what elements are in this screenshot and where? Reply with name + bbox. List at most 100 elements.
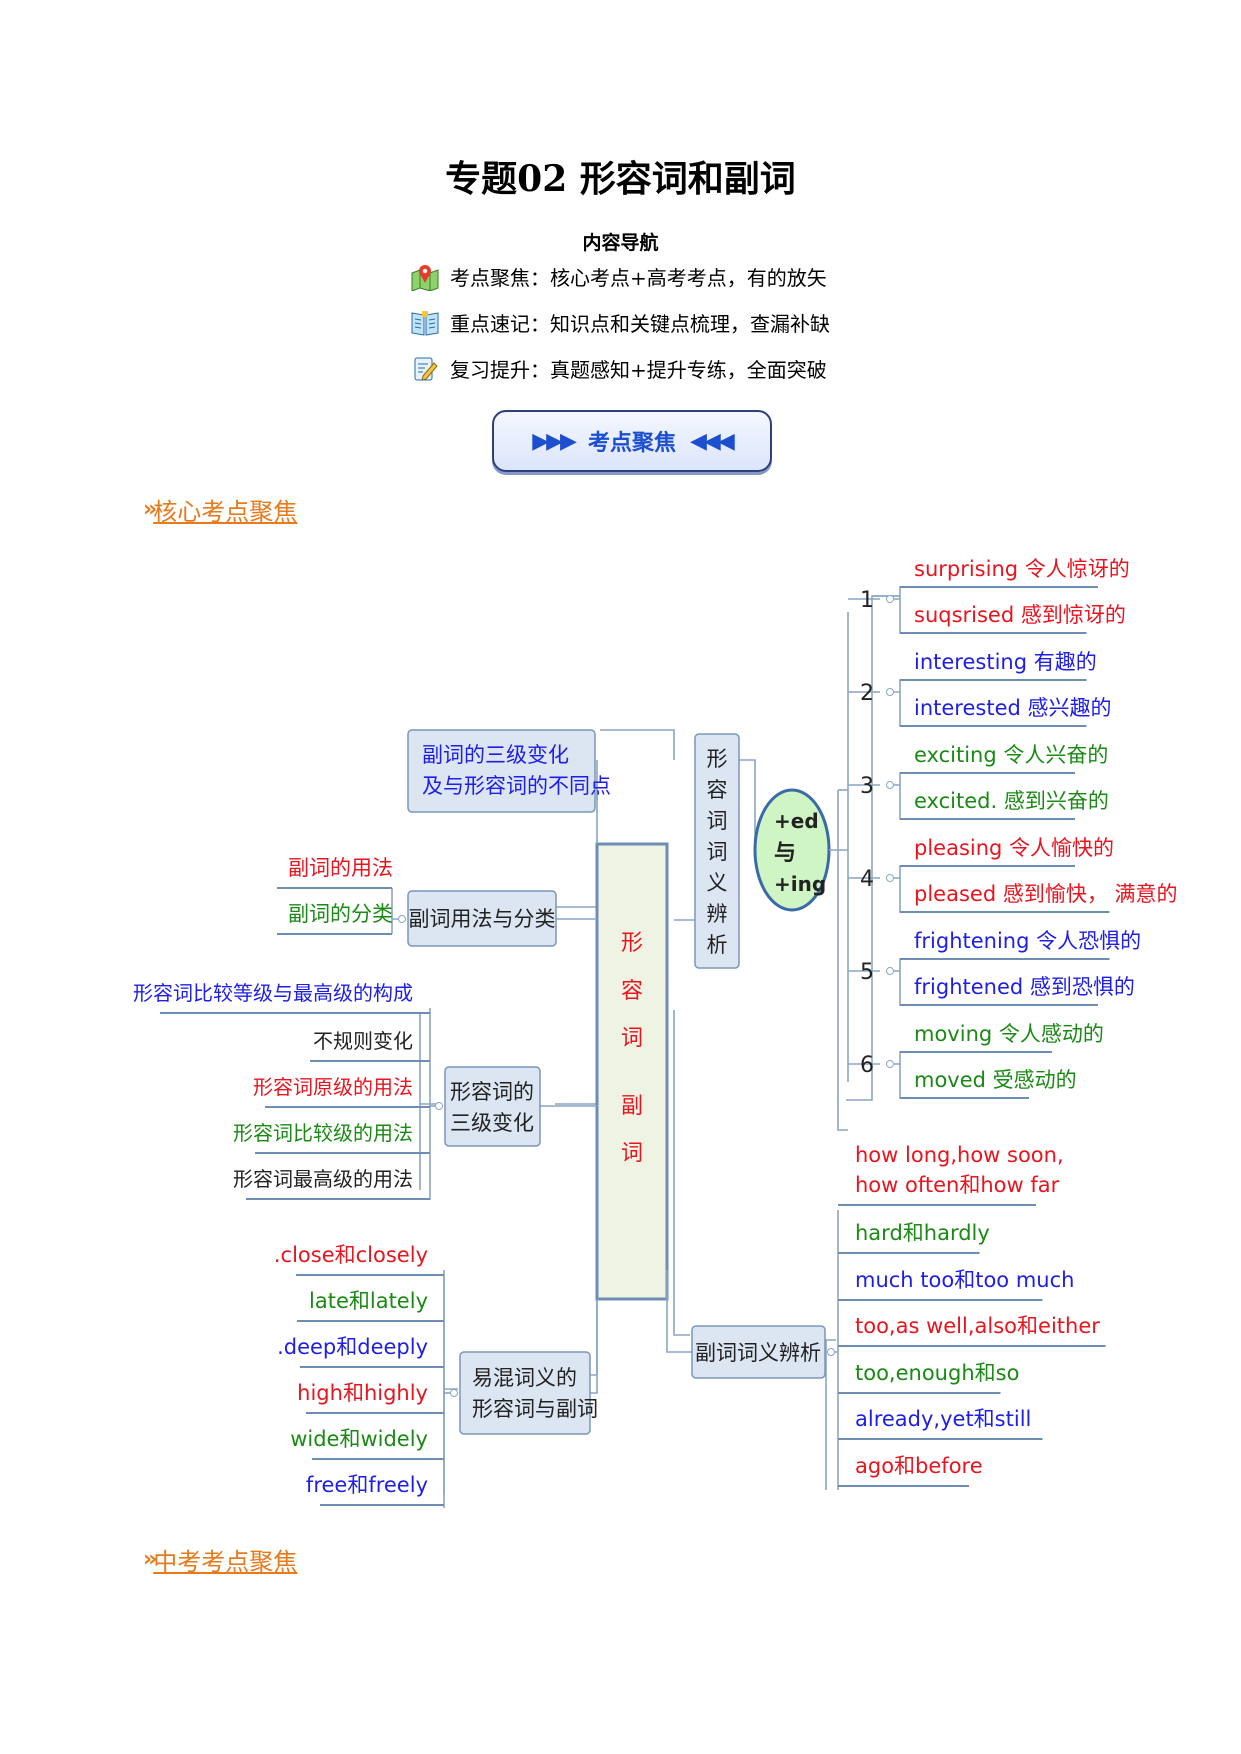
collapse-toggle-icon[interactable] [827, 1348, 835, 1356]
confusing-item: free和freely [306, 1473, 428, 1497]
connector [391, 888, 398, 934]
center-char: 词 [621, 1141, 643, 1166]
right-arrows-icon: ▶▶▶ [532, 428, 577, 454]
confusing-item: high和highly [297, 1381, 428, 1405]
ed-ing-word: exciting 令人兴奋的 [914, 743, 1108, 767]
adverb-pair: hard和hardly [855, 1221, 990, 1245]
ed-ing-word: suqsrised 感到惊讶的 [914, 603, 1126, 627]
edit-document-icon [414, 357, 438, 381]
page-title: 专题02 形容词和副词 [445, 158, 796, 200]
confusing-node[interactable] [459, 1351, 591, 1435]
connector [894, 772, 912, 786]
book-icon [411, 310, 439, 336]
group-number: 6 [860, 1053, 874, 1078]
nav-item-text: 复习提升：真题感知+提升专练，全面突破 [450, 358, 827, 382]
collapse-toggle-icon[interactable] [450, 1389, 458, 1397]
group-number: 1 [860, 588, 874, 613]
connector [894, 958, 912, 972]
adverb-usage-item: 副词的用法 [288, 856, 393, 880]
nav-item-review: 重点速记：知识点和关键点梳理，查漏补缺 [410, 308, 830, 337]
collapse-toggle-icon[interactable] [398, 915, 406, 923]
connector [894, 679, 912, 693]
adverb-usage-node[interactable] [407, 890, 557, 947]
adverb-pair: how often和how far [855, 1173, 1060, 1197]
ed-ing-word: pleased 感到愉快， 满意的 [914, 882, 1178, 906]
connector [590, 1299, 598, 1394]
adverb-pair: how long,how soon, [855, 1143, 1064, 1167]
adj-discrimination-char: 析 [707, 933, 728, 957]
collapse-toggle-icon[interactable] [886, 874, 894, 882]
adverb-pair: already,yet和still [855, 1407, 1031, 1431]
adverb-degrees-label: 副词的三级变化 [422, 743, 569, 767]
ed-ing-word: interested 感兴趣的 [914, 696, 1112, 720]
center-char: 副 [621, 1094, 643, 1119]
nav-item-text: 重点速记：知识点和关键点梳理，查漏补缺 [450, 312, 830, 336]
adj-degrees-item: 形容词原级的用法 [253, 1075, 413, 1099]
banner-text: 考点聚焦 [587, 431, 676, 456]
adj-degrees-node[interactable] [444, 1066, 541, 1147]
section-heading-core[interactable]: » 核心考点聚焦 [143, 492, 297, 527]
connector [666, 1270, 692, 1353]
adverb-pair: ago和before [855, 1454, 983, 1478]
ing-label: +ing [774, 872, 826, 896]
collapse-toggle-icon[interactable] [886, 781, 894, 789]
connector [899, 971, 912, 1006]
nav-title: 内容导航 [582, 232, 659, 254]
adverb-discrimination-node[interactable] [691, 1325, 826, 1379]
connector [899, 878, 912, 913]
ed-ing-word: surprising 令人惊讶的 [914, 557, 1130, 581]
nav-item-focus: 考点聚焦：核心考点+高考考点，有的放矢 [410, 262, 827, 291]
adverb-pair: much too和too much [855, 1268, 1074, 1292]
adverb-pair: too,as well,also和either [855, 1314, 1100, 1338]
group-number: 2 [860, 681, 874, 706]
group-number: 4 [860, 867, 874, 892]
section-banner: ▶▶▶ 考点聚焦 ◀◀◀ [492, 410, 772, 472]
collapse-toggle-icon[interactable] [886, 595, 894, 603]
center-char: 词 [621, 1026, 643, 1051]
and-label: 与 [774, 841, 796, 866]
ed-ing-word: moved 受感动的 [914, 1068, 1077, 1092]
connector [894, 586, 912, 600]
ed-ing-word: frightening 令人恐惧的 [914, 929, 1141, 953]
connector [899, 692, 912, 727]
adj-discrimination-char: 词 [707, 809, 728, 833]
group-number: 5 [860, 960, 874, 985]
ed-label: +ed [774, 809, 819, 833]
adverb-usage-item: 副词的分类 [288, 902, 393, 926]
center-char: 形 [621, 931, 643, 956]
collapse-toggle-icon[interactable] [886, 688, 894, 696]
ed-ing-word: frightened 感到恐惧的 [914, 975, 1135, 999]
collapse-toggle-icon[interactable] [886, 967, 894, 975]
confusing-label: 形容词与副词 [472, 1397, 598, 1421]
adverb-usage-label: 副词用法与分类 [409, 907, 556, 931]
adj-discrimination-char: 辨 [707, 902, 728, 926]
confusing-item: wide和widely [290, 1427, 428, 1451]
adverb-degrees-label: 及与形容词的不同点 [422, 774, 611, 798]
adj-discrimination-char: 词 [707, 840, 728, 864]
nav-item-practice: 复习提升：真题感知+提升专练，全面突破 [410, 354, 827, 383]
confusing-item: .close和closely [274, 1243, 428, 1267]
adj-degrees-item: 形容词比较等级与最高级的构成 [133, 981, 413, 1005]
adj-discrimination-node[interactable] [694, 733, 740, 969]
adj-discrimination-char: 容 [707, 778, 728, 802]
adj-discrimination-char: 义 [707, 871, 728, 895]
collapse-toggle-icon[interactable] [435, 1102, 443, 1110]
left-arrows-icon: ◀◀◀ [690, 428, 735, 454]
connector [894, 865, 912, 879]
collapse-toggle-icon[interactable] [886, 1060, 894, 1068]
adj-degrees-label: 三级变化 [450, 1111, 534, 1135]
ed-ing-word: interesting 有趣的 [914, 650, 1097, 674]
nav-item-text: 考点聚焦：核心考点+高考考点，有的放矢 [450, 266, 827, 290]
group-number: 3 [860, 774, 874, 799]
confusing-item: .deep和deeply [277, 1335, 428, 1359]
section-heading-text: 中考考点聚焦 [153, 1548, 298, 1576]
adverb-degrees-node[interactable] [407, 729, 596, 813]
section-heading-exam[interactable]: » 中考考点聚焦 [143, 1542, 297, 1577]
map-pin-icon [411, 264, 439, 291]
connector [899, 1064, 912, 1099]
ed-ing-word: pleasing 令人愉快的 [914, 836, 1114, 860]
adj-degrees-item: 形容词比较级的用法 [233, 1121, 413, 1145]
confusing-item: late和lately [309, 1289, 428, 1313]
adverb-discrimination-label: 副词词义辨析 [695, 1341, 821, 1365]
center-node[interactable] [595, 842, 669, 1301]
